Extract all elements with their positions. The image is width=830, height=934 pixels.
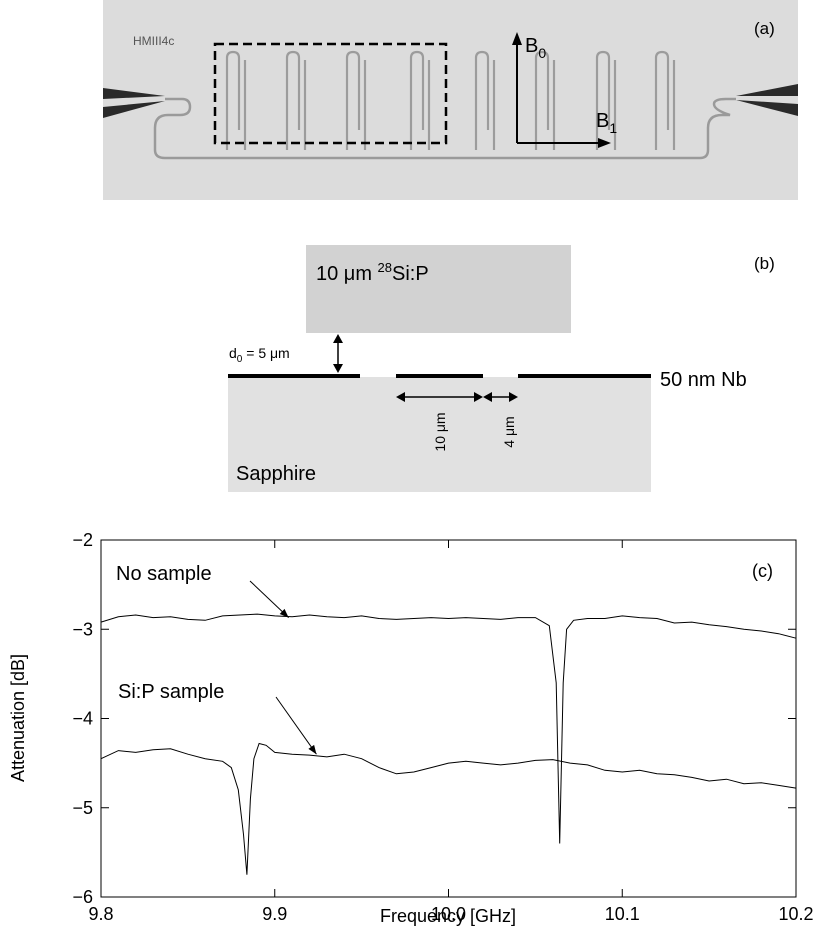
x-tick-label: 10.2	[778, 904, 813, 924]
b1-label: B1	[596, 110, 617, 136]
x-axis-label: Frequency [GHz]	[380, 906, 516, 926]
resonator	[595, 50, 617, 150]
gap-label: d0 = 5 μm	[229, 345, 290, 365]
panel-c-label: (c)	[752, 561, 773, 581]
annotation-label: Si:P sample	[118, 681, 224, 703]
annotation-arrowhead	[308, 744, 317, 755]
panel-b: (b) 10 μm 28Si:P Sapphire 50 nm Nb d0 = …	[228, 245, 775, 492]
y-tick-label: −6	[72, 887, 93, 907]
plot-frame	[100, 539, 797, 898]
spacing-label: 4 μm	[501, 416, 517, 447]
b1-arrowhead	[598, 138, 611, 148]
resonator	[654, 50, 676, 150]
resonator	[474, 50, 496, 150]
sapphire-substrate	[228, 377, 651, 492]
y-tick-label: −4	[72, 709, 93, 729]
sample-label: 10 μm 28Si:P	[316, 260, 429, 285]
resonator	[534, 50, 556, 150]
right-connector	[736, 84, 798, 96]
ground-plane-left	[228, 374, 360, 378]
panel-a-label: (a)	[754, 19, 775, 38]
annotation-arrow	[275, 696, 317, 755]
highlight-box	[213, 42, 448, 145]
resonator	[409, 50, 431, 150]
metal-label: 50 nm Nb	[660, 369, 747, 391]
x-tick-label: 9.9	[262, 904, 287, 924]
resonator	[345, 50, 367, 150]
series-group	[100, 613, 797, 875]
b0-label: B0	[525, 35, 546, 61]
y-tick-label: −2	[72, 530, 93, 550]
y-tick-label: −3	[72, 619, 93, 639]
chip-photo	[103, 0, 798, 200]
resonator-array	[225, 50, 676, 150]
y-axis-label: Attenuation [dB]	[8, 654, 28, 782]
b0-arrowhead	[512, 32, 522, 45]
y-tick-label: −5	[72, 798, 93, 818]
chip-label: HMIII4c	[133, 34, 174, 48]
x-tick-label: 10.0	[431, 904, 466, 924]
axis-ticks: 9.8 9.9 10.0 10.1 10.2 −6 −5 −4 −3 −2	[72, 530, 813, 924]
panel-a: HMIII4c (a) B0 B1	[103, 0, 798, 200]
ground-plane-right	[518, 374, 651, 378]
panel-c-chart: 9.8 9.9 10.0 10.1 10.2 −6 −5 −4 −3 −2 No sampleSi…	[8, 530, 814, 926]
left-connector	[103, 88, 165, 99]
series-line-1	[100, 613, 797, 844]
sample-block	[306, 245, 571, 333]
panel-b-label: (b)	[754, 254, 775, 273]
resonator	[285, 50, 307, 150]
x-tick-label: 10.1	[605, 904, 640, 924]
width-label: 10 μm	[432, 412, 448, 451]
annotation-label: No sample	[116, 563, 212, 585]
annotation-arrowhead	[279, 608, 289, 618]
resonator	[225, 50, 247, 150]
feedline	[153, 97, 736, 160]
x-tick-label: 9.8	[88, 904, 113, 924]
center-conductor	[396, 374, 483, 378]
substrate-label: Sapphire	[236, 463, 316, 485]
series-line-2	[100, 742, 797, 875]
